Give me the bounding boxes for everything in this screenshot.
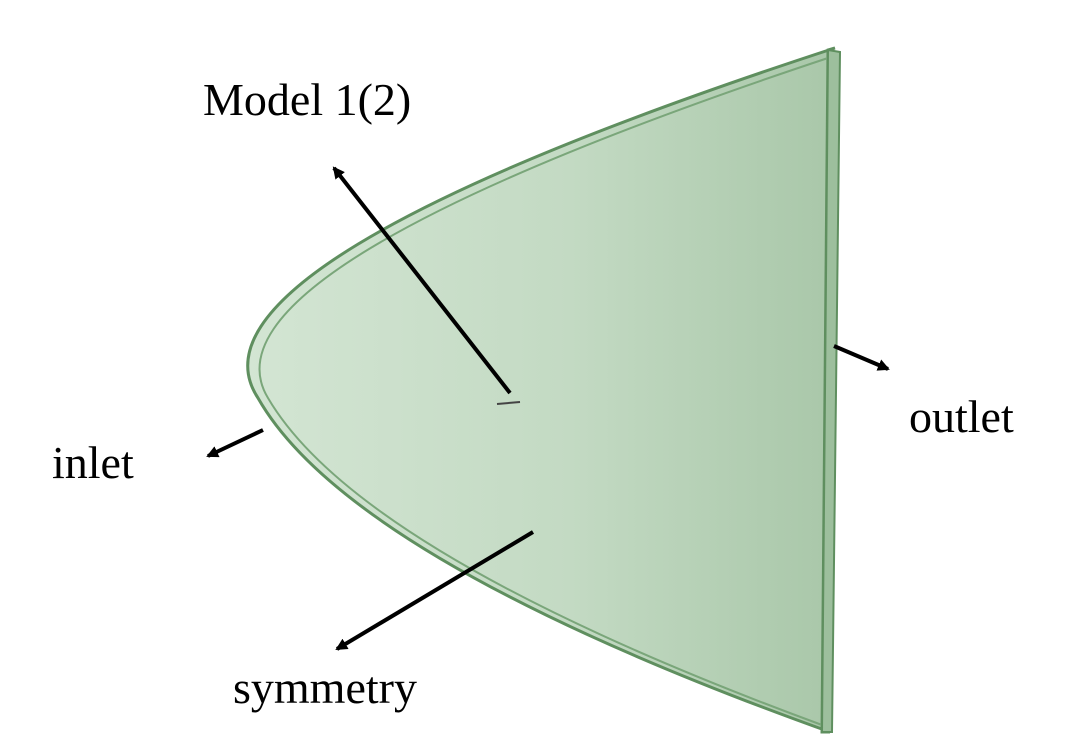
inlet-arrow: [206, 428, 264, 458]
model-arrow: [332, 166, 512, 395]
symmetry-arrow: [335, 530, 535, 651]
inlet-label: inlet: [52, 437, 134, 488]
inlet-edge: [258, 57, 829, 726]
outlet-face: [820, 48, 842, 733]
domain-body: [246, 46, 836, 734]
outlet-label: outlet: [909, 391, 1014, 442]
outlet-arrow: [833, 344, 890, 371]
center-marker: [496, 401, 521, 405]
symmetry-label: symmetry: [233, 662, 417, 713]
model-label: Model 1(2): [203, 74, 412, 125]
